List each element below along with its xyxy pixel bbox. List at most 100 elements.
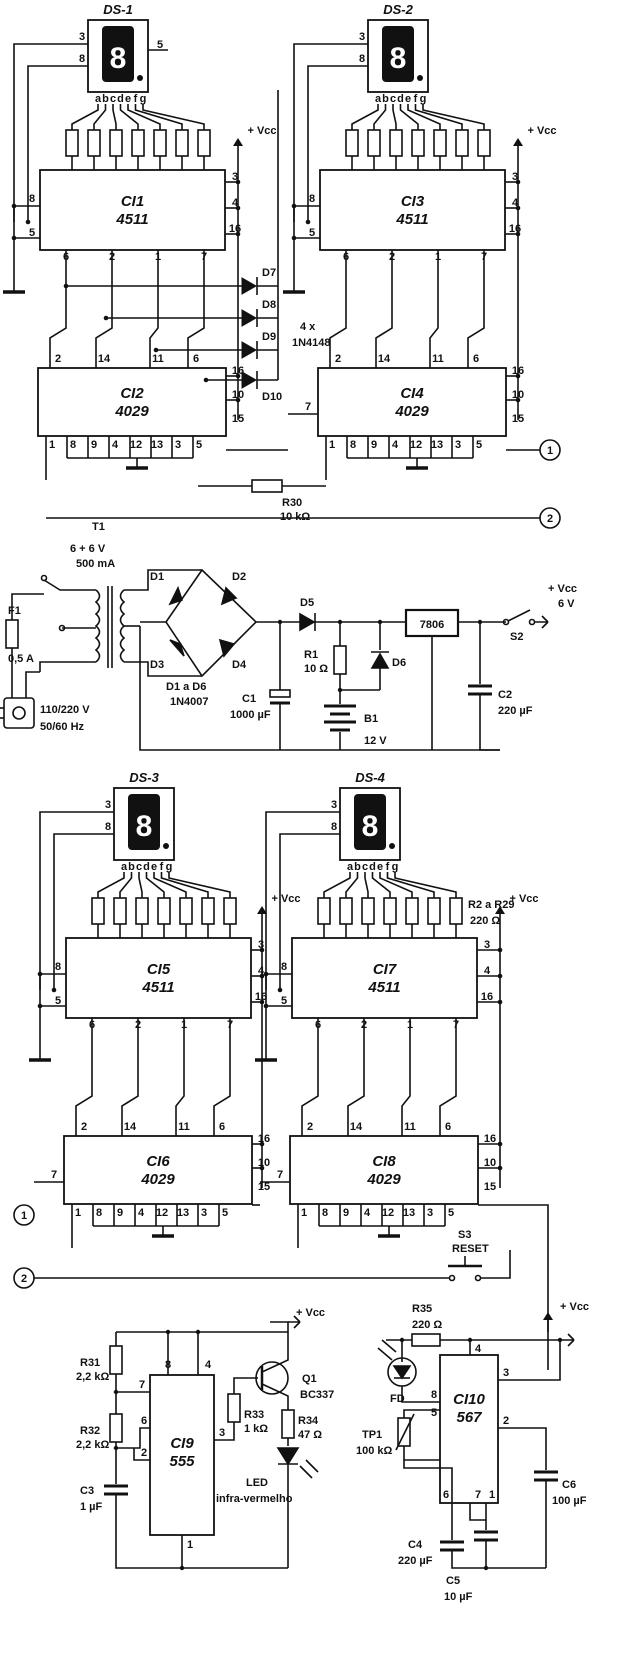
resistor-note: R2 a R29	[468, 899, 514, 911]
segment-resistor	[449, 897, 463, 925]
c5-value: 10 µF	[444, 1591, 473, 1603]
segment-wire	[127, 104, 161, 130]
r34-value: 47 Ω	[298, 1429, 322, 1441]
decoder-pin-bottom: 6	[89, 1019, 95, 1031]
counter-pin-bottom: 5	[222, 1207, 228, 1219]
segment-wire	[153, 872, 187, 898]
photodiode-label: FD	[390, 1393, 405, 1405]
segment-wire	[422, 104, 485, 130]
segment-resistor	[179, 897, 193, 925]
diode-label: D9	[262, 331, 276, 343]
c2-label: C2	[498, 689, 512, 701]
decoder-pin-right: 3	[258, 939, 264, 951]
counter-ic-name: CI6	[146, 1153, 170, 1170]
junction-dot	[63, 283, 69, 289]
vcc-arrow	[495, 906, 505, 914]
display-pin-3: 3	[359, 31, 365, 43]
switch-label: S2	[510, 631, 523, 643]
q1-label: Q1	[302, 1373, 317, 1385]
vcc-label: + Vcc	[509, 893, 538, 905]
reset-label: S3	[458, 1229, 471, 1241]
junction-dot	[235, 373, 241, 379]
decoder-ic-part: 4511	[141, 979, 174, 996]
segment-wire	[386, 872, 435, 898]
resistor-note: 220 Ω	[470, 915, 500, 927]
segment-resistor	[65, 129, 79, 157]
counter-pin-bottom: 8	[96, 1207, 102, 1219]
counter-pin-bottom: 12	[410, 439, 422, 451]
segment-letter-g: g	[140, 93, 147, 105]
bcd-wire	[439, 1018, 457, 1136]
diode-D7	[241, 277, 258, 295]
counter-pin-bottom: 5	[196, 439, 202, 451]
segment-resistor	[405, 897, 419, 925]
ci9-pin-8: 8	[165, 1359, 171, 1371]
d6-label: D6	[392, 657, 406, 669]
counter-pin-top: 14	[98, 353, 111, 365]
segment-letter-e: e	[151, 861, 157, 873]
counter-pin-bottom: 3	[427, 1207, 433, 1219]
junction-dot	[515, 373, 521, 379]
segment-letter-d: d	[397, 93, 404, 105]
counter-pin-bottom: 8	[322, 1207, 328, 1219]
junction-dot	[291, 203, 297, 209]
bridge-diode-label: D2	[232, 571, 246, 583]
power-supply-section	[0, 568, 549, 751]
ci10-name: CI10	[453, 1391, 485, 1408]
counter-pin-bottom: 9	[91, 439, 97, 451]
bcd-wire	[95, 250, 113, 368]
vcc-label: + Vcc	[527, 125, 556, 137]
segment-letter-c: c	[390, 93, 396, 105]
counter-pin-right: 10	[258, 1157, 270, 1169]
r32-label: R32	[80, 1425, 100, 1437]
segment-wire	[93, 104, 107, 130]
display-label: DS-3	[129, 770, 159, 785]
segment-letter-f: f	[134, 93, 138, 105]
output-vcc: + Vcc	[548, 583, 577, 595]
ci10-pin-6: 6	[443, 1489, 449, 1501]
ci9-pin-7: 7	[139, 1379, 145, 1391]
tp1-label: TP1	[362, 1429, 382, 1441]
vcc-label: + Vcc	[560, 1301, 589, 1313]
display-pin-8: 8	[105, 821, 111, 833]
ir-transmitter-section	[104, 1315, 319, 1571]
ci9-name: CI9	[170, 1435, 194, 1452]
segment-wire	[138, 872, 143, 898]
r1-label: R1	[304, 649, 318, 661]
decoder-pin-bottom: 1	[155, 251, 161, 263]
counter-ic	[63, 1135, 253, 1205]
c1-label: C1	[242, 693, 256, 705]
transformer-current: 500 mA	[76, 558, 115, 570]
counter-ic-part: 4029	[366, 1171, 401, 1188]
segment-wire	[394, 872, 457, 898]
led-type: infra-vermelho	[216, 1493, 293, 1505]
reset-text: RESET	[452, 1243, 489, 1255]
junction-dot	[51, 987, 57, 993]
ci9-pin-6: 6	[141, 1415, 147, 1427]
segment-wire	[351, 104, 379, 130]
display-digit: 8	[136, 810, 153, 843]
decoder-ic-part: 4511	[367, 979, 400, 996]
bcd-wire	[49, 250, 67, 368]
bcd-wire	[75, 1018, 93, 1136]
segment-wire	[407, 104, 441, 130]
r1-value: 10 Ω	[304, 663, 328, 675]
diode-D8	[241, 309, 258, 327]
counter-ic	[317, 367, 507, 437]
segment-wire	[160, 872, 209, 898]
ir-receiver-section	[377, 1333, 575, 1571]
display-common-wire	[265, 811, 340, 990]
junction-dot	[37, 971, 43, 977]
junction-dot	[305, 219, 311, 225]
c3-value: 1 µF	[80, 1501, 103, 1513]
decoder-pin-bottom: 1	[435, 251, 441, 263]
segment-resistor	[197, 129, 211, 157]
junction-dot	[37, 1003, 43, 1009]
counter-pin-top: 14	[378, 353, 391, 365]
segment-wire	[379, 872, 413, 898]
ci10-pin-8: 8	[431, 1389, 437, 1401]
decoder-ic-name: CI5	[147, 961, 171, 978]
display-common-wire	[307, 65, 368, 222]
segment-letter-d: d	[143, 861, 150, 873]
